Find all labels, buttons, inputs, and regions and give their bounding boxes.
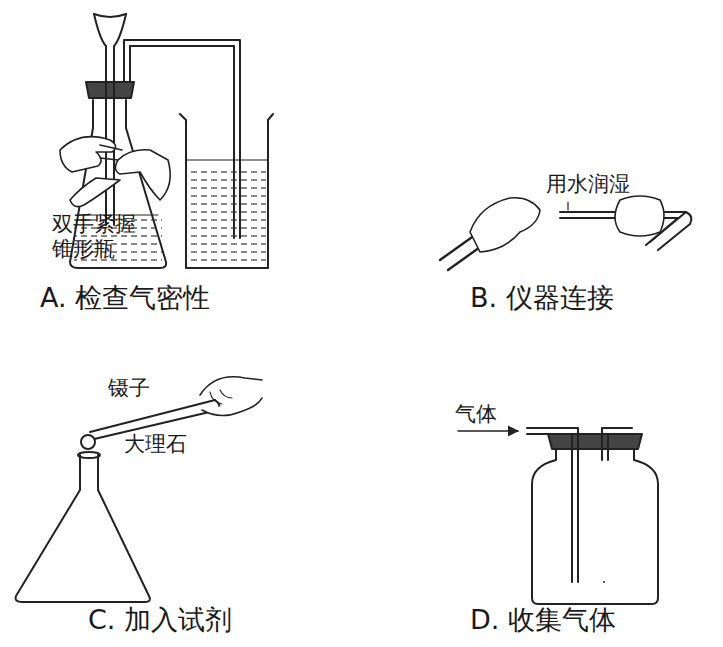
rubber-stopper: [86, 82, 134, 98]
rubber-stopper: [548, 434, 642, 449]
short-tube: [602, 428, 632, 582]
fingers: [210, 390, 232, 404]
part-label: 气体: [455, 402, 497, 427]
part-label: 大理石: [124, 432, 187, 457]
panel-caption: C. 加入试剂: [88, 604, 232, 636]
beaker: [180, 114, 273, 268]
hand-note: 双手紧握 锥形瓶: [52, 212, 142, 262]
marble-piece: [81, 435, 95, 449]
conical-flask: [16, 452, 150, 602]
part-label: 镊子: [108, 376, 150, 401]
long-tube: [527, 428, 578, 582]
right-hand: [615, 196, 664, 236]
note-label: 用水润湿: [546, 172, 630, 197]
gas-arrow: [458, 430, 518, 432]
panel-caption: B. 仪器连接: [470, 282, 614, 314]
hands: [60, 137, 170, 207]
gas-bottle: [532, 447, 658, 604]
panel-caption: A. 检查气密性: [40, 282, 210, 314]
left-hand: [470, 198, 540, 252]
leader-line: [567, 202, 568, 210]
hand: [200, 377, 262, 416]
panel-caption: D. 收集气体: [470, 604, 616, 636]
